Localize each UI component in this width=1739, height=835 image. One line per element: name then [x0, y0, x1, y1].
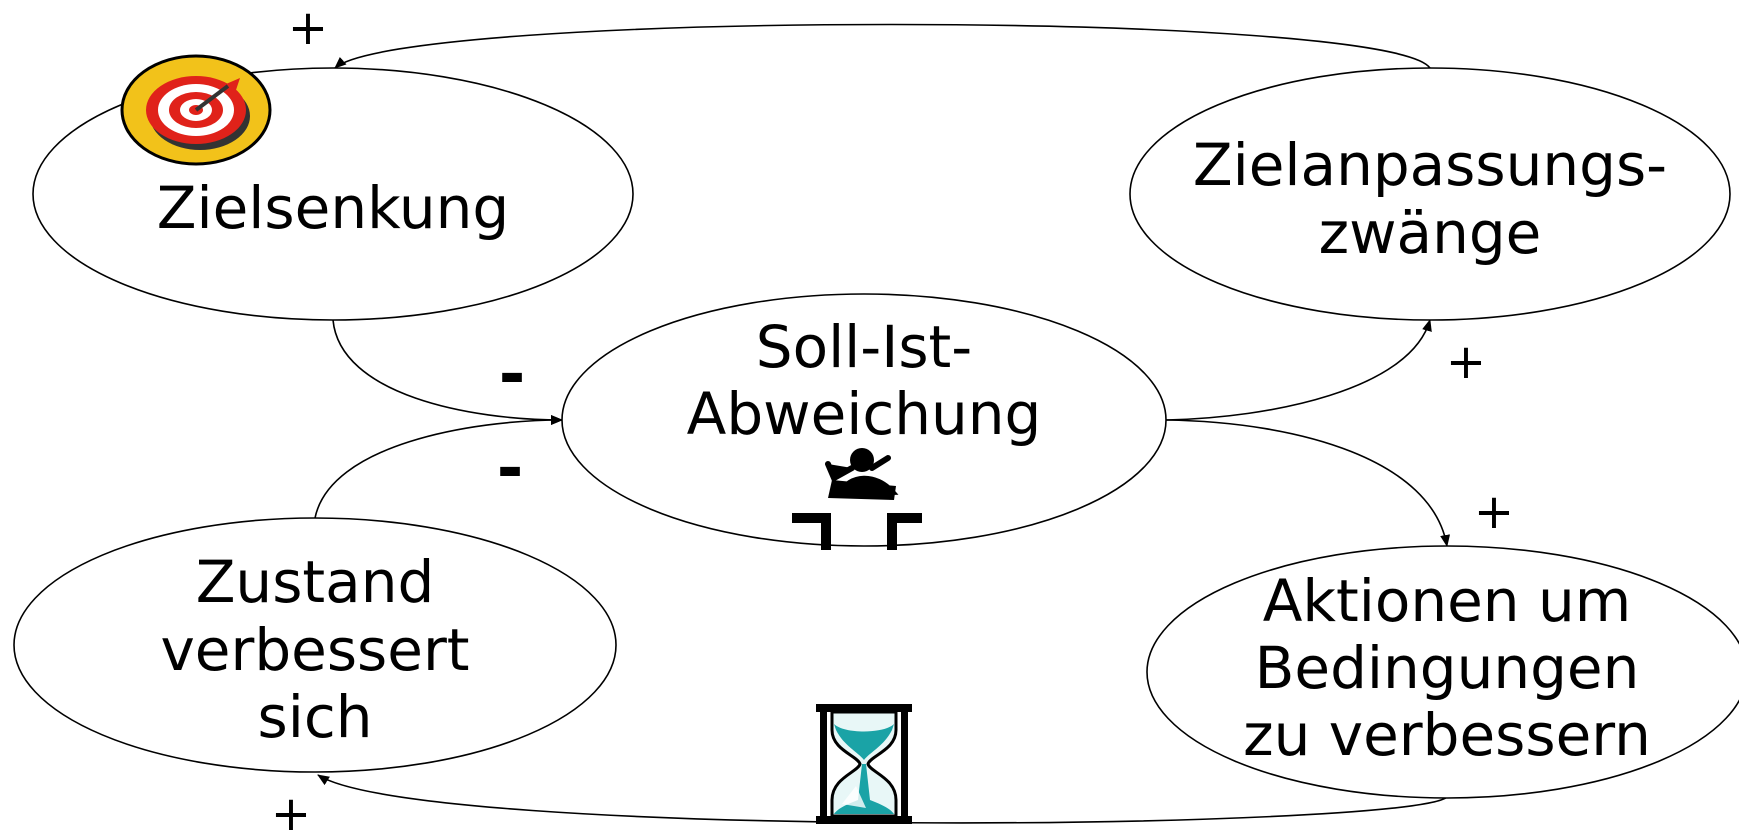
node-aktionen-line2: Bedingungen: [1255, 634, 1640, 702]
edge-zielanpassung-to-zielsenkung: [334, 23, 1431, 69]
node-zustand-line2: verbessert: [160, 616, 469, 684]
polarity-zielanpassung-to-zielsenkung: +: [288, 0, 328, 56]
polarity-zustand-to-sollist: -: [497, 432, 524, 506]
node-zustand-line3: sich: [258, 683, 373, 751]
edge-sollist-to-zielanpassung: [1165, 319, 1432, 421]
person-jumping-gap-icon: [792, 448, 922, 550]
node-zustand-verbessert-sich: Zustand verbessert sich: [13, 517, 617, 773]
node-zielanpassungszwaenge-line1: Zielanpassungs-: [1193, 131, 1667, 199]
node-aktionen-line3: zu verbessern: [1243, 701, 1651, 769]
target-dart-icon: [120, 54, 272, 166]
node-aktionen-um-bedingungen: Aktionen um Bedingungen zu verbessern: [1146, 545, 1739, 799]
node-zielanpassungszwaenge: Zielanpassungs- zwänge: [1129, 67, 1731, 321]
node-soll-ist-abweichung: Soll-Ist- Abweichung: [561, 293, 1167, 547]
node-soll-ist-abweichung-line2: Abweichung: [687, 380, 1042, 448]
polarity-sollist-to-aktionen: +: [1474, 484, 1514, 540]
node-soll-ist-abweichung-line1: Soll-Ist-: [756, 313, 972, 381]
edge-zielsenkung-to-sollist: [332, 319, 563, 425]
polarity-aktionen-to-zustand: +: [271, 786, 311, 835]
polarity-sollist-to-zielanpassung: +: [1446, 334, 1486, 390]
node-zielanpassungszwaenge-line2: zwänge: [1319, 199, 1542, 267]
edge-zustand-to-sollist: [314, 415, 563, 519]
node-zustand-line1: Zustand: [196, 548, 435, 616]
hourglass-icon: [816, 704, 912, 824]
node-zielsenkung-label: Zielsenkung: [157, 174, 509, 242]
edge-sollist-to-aktionen: [1165, 419, 1451, 547]
node-aktionen-line1: Aktionen um: [1263, 567, 1632, 635]
polarity-zielsenkung-to-sollist: -: [499, 338, 526, 412]
